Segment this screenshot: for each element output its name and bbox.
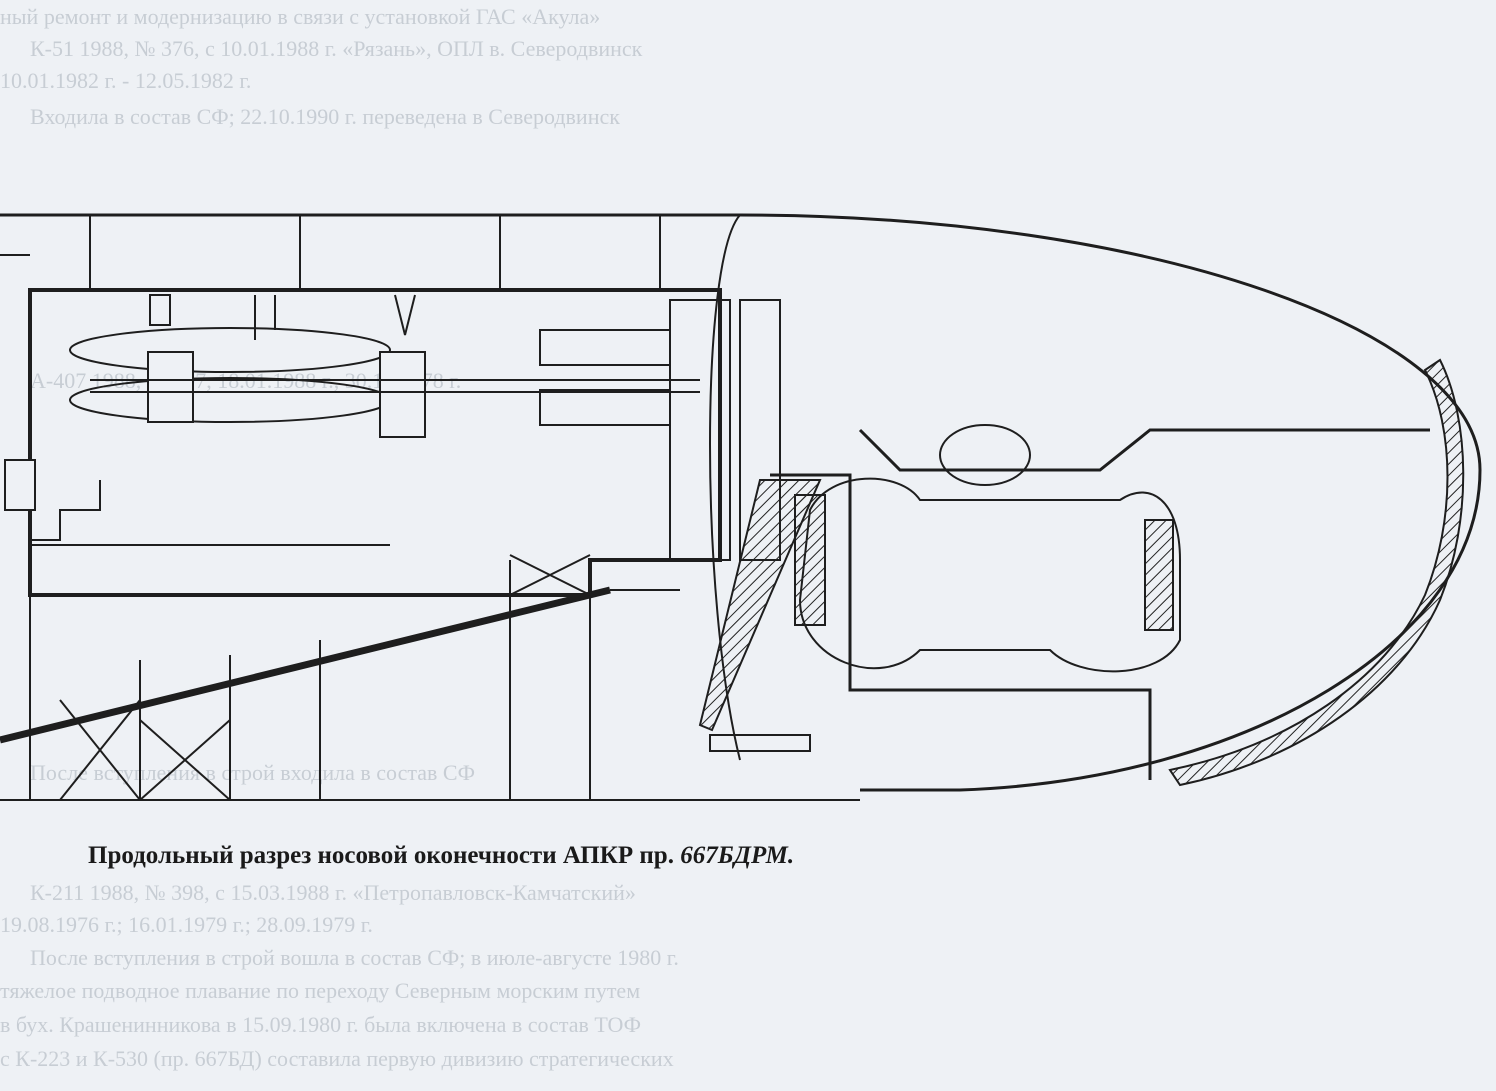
bleed-line: К-51 1988, № 376, с 10.01.1988 г. «Рязан…	[30, 36, 643, 61]
bleed-line: ный ремонт и модернизацию в связи с уста…	[0, 4, 601, 29]
bleed-line: После вступления в строй вошла в состав …	[30, 945, 679, 970]
bleed-line: тяжелое подводное плавание по переходу С…	[0, 978, 641, 1003]
lower-compartments	[0, 459, 860, 801]
caption-project: 667БДРМ.	[680, 842, 795, 869]
bleed-line: После вступления в строй входила в соста…	[30, 760, 475, 785]
figure-caption: Продольный разрез носовой оконечности АП…	[88, 842, 794, 870]
bleed-line: в бух. Крашенинникова в 15.09.1980 г. бы…	[0, 1012, 642, 1037]
caption-text: Продольный разрез носовой оконечности АП…	[88, 842, 674, 869]
bleed-line: К-211 1988, № 398, с 15.03.1988 г. «Петр…	[30, 880, 636, 905]
deck-structure	[28, 215, 722, 800]
sonar-compartment	[698, 424, 1430, 780]
torpedo-tubes	[69, 294, 781, 561]
bleed-line: 19.08.1976 г.; 16.01.1979 г.; 28.09.1979…	[0, 912, 373, 937]
bleed-line: Входила в состав СФ; 22.10.1990 г. перев…	[30, 104, 620, 129]
bleed-line: с К-223 и К-530 (пр. 667БД) составила пе…	[0, 1046, 674, 1071]
bleed-line: 10.01.1982 г. - 12.05.1982 г.	[0, 68, 252, 93]
